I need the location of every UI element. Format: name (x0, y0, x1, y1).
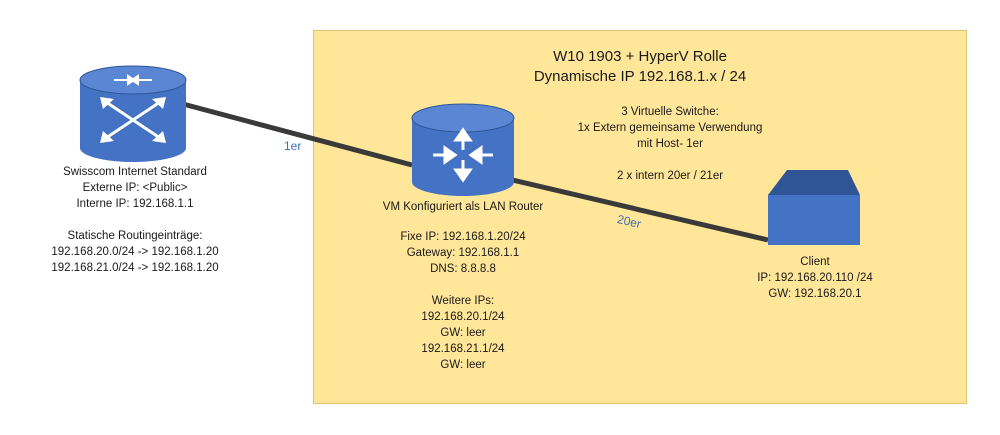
isp-line (35, 212, 235, 228)
isp-router-label: Swisscom Internet Standard Externe IP: <… (35, 164, 235, 276)
vm-line (363, 277, 563, 293)
switch-info-line (520, 152, 820, 168)
zone-title-line2: Dynamische IP 192.168.1.x / 24 (533, 68, 747, 85)
isp-line: 192.168.21.0/24 -> 192.168.1.20 (51, 262, 219, 274)
vm-line: Weitere IPs: (431, 295, 495, 307)
link-vm-client (469, 167, 769, 243)
vm-line: Fixe IP: 192.168.1.20/24 (400, 231, 526, 243)
link-label-1er: 1er (284, 139, 302, 153)
vm-line: 192.168.21.1/24 (421, 343, 505, 355)
switch-info-line: 2 x intern 20er / 21er (616, 170, 724, 182)
isp-line: 192.168.20.0/24 -> 192.168.1.20 (51, 246, 219, 258)
client-line: GW: 192.168.20.1 (768, 288, 862, 300)
isp-line: Statische Routingeinträge: (67, 230, 203, 242)
isp-line: Externe IP: <Public> (82, 182, 188, 194)
vm-router-title: VM Konfiguriert als LAN Router (382, 201, 544, 213)
isp-router-icon (79, 65, 187, 162)
vm-line: Gateway: 192.168.1.1 (406, 247, 520, 259)
isp-line: Interne IP: 192.168.1.1 (76, 198, 194, 210)
vm-line: DNS: 8.8.8.8 (430, 263, 496, 275)
client-line: IP: 192.168.20.110 /24 (757, 272, 873, 284)
isp-line: Swisscom Internet Standard (63, 166, 207, 178)
switch-info-line: 3 Virtuelle Switche: (621, 106, 719, 118)
link-isp-vm (182, 101, 413, 168)
switch-info-line: 1x Extern gemeinsame Verwendung (577, 122, 763, 134)
vm-router-config: Fixe IP: 192.168.1.20/24 Gateway: 192.16… (363, 229, 563, 373)
zone-title: W10 1903 + HyperV Rolle Dynamische IP 19… (313, 47, 967, 87)
client-icon (768, 170, 860, 245)
vm-router-icon (411, 103, 515, 196)
vm-line: GW: leer (440, 327, 486, 339)
zone-title-line1: W10 1903 + HyperV Rolle (553, 48, 727, 65)
client-label: Client IP: 192.168.20.110 /24 GW: 192.16… (735, 254, 895, 302)
client-line: Client (800, 256, 830, 268)
vm-line: GW: leer (440, 359, 486, 371)
vm-line: 192.168.20.1/24 (421, 311, 505, 323)
switch-info: 3 Virtuelle Switche: 1x Extern gemeinsam… (520, 104, 820, 184)
switch-info-line: mit Host- 1er (637, 138, 703, 150)
